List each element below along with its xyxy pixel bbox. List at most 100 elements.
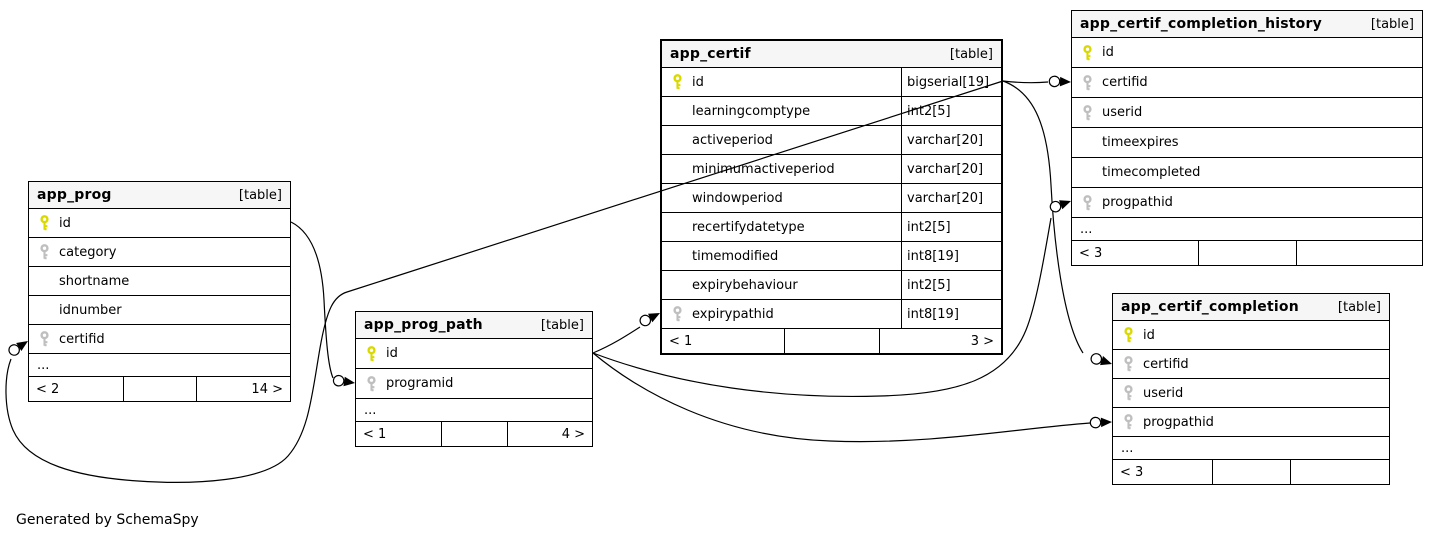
column-type: varchar[20] bbox=[901, 184, 1001, 212]
column-name: id bbox=[1102, 45, 1114, 60]
fk-endpoint-arrow bbox=[1048, 75, 1071, 88]
table-footer: < 2 14 > bbox=[29, 377, 290, 401]
foreign-key-icon bbox=[1113, 379, 1143, 407]
foreign-key-icon bbox=[1072, 188, 1102, 217]
footer-right: 14 > bbox=[196, 377, 290, 401]
column-name: id bbox=[386, 346, 398, 361]
table-footer: < 1 3 > bbox=[662, 329, 1001, 353]
table-name[interactable]: app_prog bbox=[37, 187, 112, 203]
more-columns-ellipsis: ... bbox=[1113, 437, 1389, 460]
footer-left: < 1 bbox=[669, 333, 693, 349]
table-row: id bbox=[1072, 38, 1422, 68]
column-name: learningcomptype bbox=[692, 103, 811, 119]
relationship-line bbox=[1002, 80, 1049, 84]
column-type: bigserial[19] bbox=[901, 68, 1001, 96]
column-name: recertifydatetype bbox=[692, 219, 805, 235]
primary-key-icon bbox=[1072, 38, 1102, 67]
fk-endpoint-arrow bbox=[1089, 416, 1112, 429]
primary-key-icon bbox=[1113, 321, 1143, 349]
table-row: learningcomptype int2[5] bbox=[662, 97, 1001, 126]
table-row: id bigserial[19] bbox=[662, 68, 1001, 97]
foreign-key-icon bbox=[1072, 68, 1102, 97]
table-type-tag: [table] bbox=[238, 187, 282, 203]
column-name: progpathid bbox=[1102, 195, 1173, 210]
table-header: app_prog_path [table] bbox=[356, 312, 592, 339]
table-row: userid bbox=[1113, 379, 1389, 408]
column-name: certifid bbox=[1102, 75, 1148, 90]
column-name: category bbox=[59, 244, 117, 260]
table-footer: < 3 bbox=[1113, 460, 1389, 484]
foreign-key-icon bbox=[1072, 98, 1102, 127]
table-name[interactable]: app_prog_path bbox=[364, 317, 483, 333]
table-header: app_certif_completion_history [table] bbox=[1072, 11, 1422, 38]
column-name: minimumactiveperiod bbox=[692, 161, 835, 177]
column-name: certifid bbox=[59, 331, 105, 347]
foreign-key-icon bbox=[29, 238, 59, 266]
column-name: expirypathid bbox=[692, 306, 774, 322]
table-row: minimumactiveperiod varchar[20] bbox=[662, 155, 1001, 184]
relationship-line bbox=[290, 221, 334, 379]
table-row: expirypathid int8[19] bbox=[662, 300, 1001, 329]
fk-endpoint-arrow bbox=[332, 374, 355, 387]
table-row: category bbox=[29, 238, 290, 267]
more-columns-ellipsis: ... bbox=[1072, 218, 1422, 241]
more-columns-ellipsis: ... bbox=[356, 399, 592, 422]
table-row: programid bbox=[356, 369, 592, 399]
column-name: programid bbox=[386, 376, 454, 391]
table-type-tag: [table] bbox=[949, 46, 993, 62]
footer-right: 3 > bbox=[878, 329, 1001, 353]
table-row: expirybehaviour int2[5] bbox=[662, 271, 1001, 300]
table-row: progpathid bbox=[1072, 188, 1422, 218]
table-row: idnumber bbox=[29, 296, 290, 325]
footer-left: < 1 bbox=[363, 426, 387, 442]
primary-key-icon bbox=[662, 68, 692, 96]
relationship-line bbox=[592, 326, 641, 354]
table-type-tag: [table] bbox=[1337, 299, 1381, 315]
column-name: userid bbox=[1143, 385, 1184, 401]
table-type-tag: [table] bbox=[1370, 16, 1414, 32]
relationship-line bbox=[592, 352, 1091, 443]
table-row: id bbox=[1113, 321, 1389, 350]
more-columns-ellipsis: ... bbox=[29, 354, 290, 377]
primary-key-icon bbox=[29, 209, 59, 237]
table-row: timeexpires bbox=[1072, 128, 1422, 158]
table-row: timemodified int8[19] bbox=[662, 242, 1001, 271]
table-name[interactable]: app_certif_completion_history bbox=[1080, 16, 1322, 32]
column-name: timeexpires bbox=[1102, 135, 1179, 150]
column-name: userid bbox=[1102, 105, 1143, 120]
table-row: certifid bbox=[29, 325, 290, 354]
column-name: expirybehaviour bbox=[692, 277, 798, 293]
column-name: windowperiod bbox=[692, 190, 783, 206]
table-row: id bbox=[29, 209, 290, 238]
column-name: id bbox=[692, 74, 704, 90]
fk-endpoint-arrow bbox=[1090, 353, 1112, 366]
column-type: int8[19] bbox=[901, 242, 1001, 270]
column-name: id bbox=[1143, 327, 1155, 343]
foreign-key-icon bbox=[29, 325, 59, 353]
table-app_certif_completion_history: app_certif_completion_history [table] id… bbox=[1071, 10, 1423, 266]
table-app_certif_completion: app_certif_completion [table] id certifi… bbox=[1112, 293, 1390, 485]
table-row: timecompleted bbox=[1072, 158, 1422, 188]
table-name[interactable]: app_certif_completion bbox=[1121, 299, 1299, 315]
footer-left: < 3 bbox=[1079, 245, 1103, 261]
table-row: userid bbox=[1072, 98, 1422, 128]
table-app_certif: app_certif [table] id bigserial[19] lear… bbox=[660, 39, 1003, 355]
table-header: app_certif [table] bbox=[662, 41, 1001, 68]
table-name[interactable]: app_certif bbox=[670, 46, 751, 62]
table-header: app_certif_completion [table] bbox=[1113, 294, 1389, 321]
column-name: certifid bbox=[1143, 356, 1189, 372]
table-row: id bbox=[356, 339, 592, 369]
foreign-key-icon bbox=[1113, 350, 1143, 378]
footer-left: < 2 bbox=[36, 381, 60, 397]
table-row: progpathid bbox=[1113, 408, 1389, 437]
foreign-key-icon bbox=[662, 300, 692, 328]
table-footer: < 1 4 > bbox=[356, 422, 592, 446]
column-type: int2[5] bbox=[901, 271, 1001, 299]
primary-key-icon bbox=[356, 339, 386, 368]
footer-right bbox=[1296, 241, 1422, 265]
fk-endpoint-arrow bbox=[639, 313, 660, 327]
column-name: idnumber bbox=[59, 302, 122, 318]
column-name: shortname bbox=[59, 273, 130, 289]
footer-mid bbox=[440, 422, 507, 446]
